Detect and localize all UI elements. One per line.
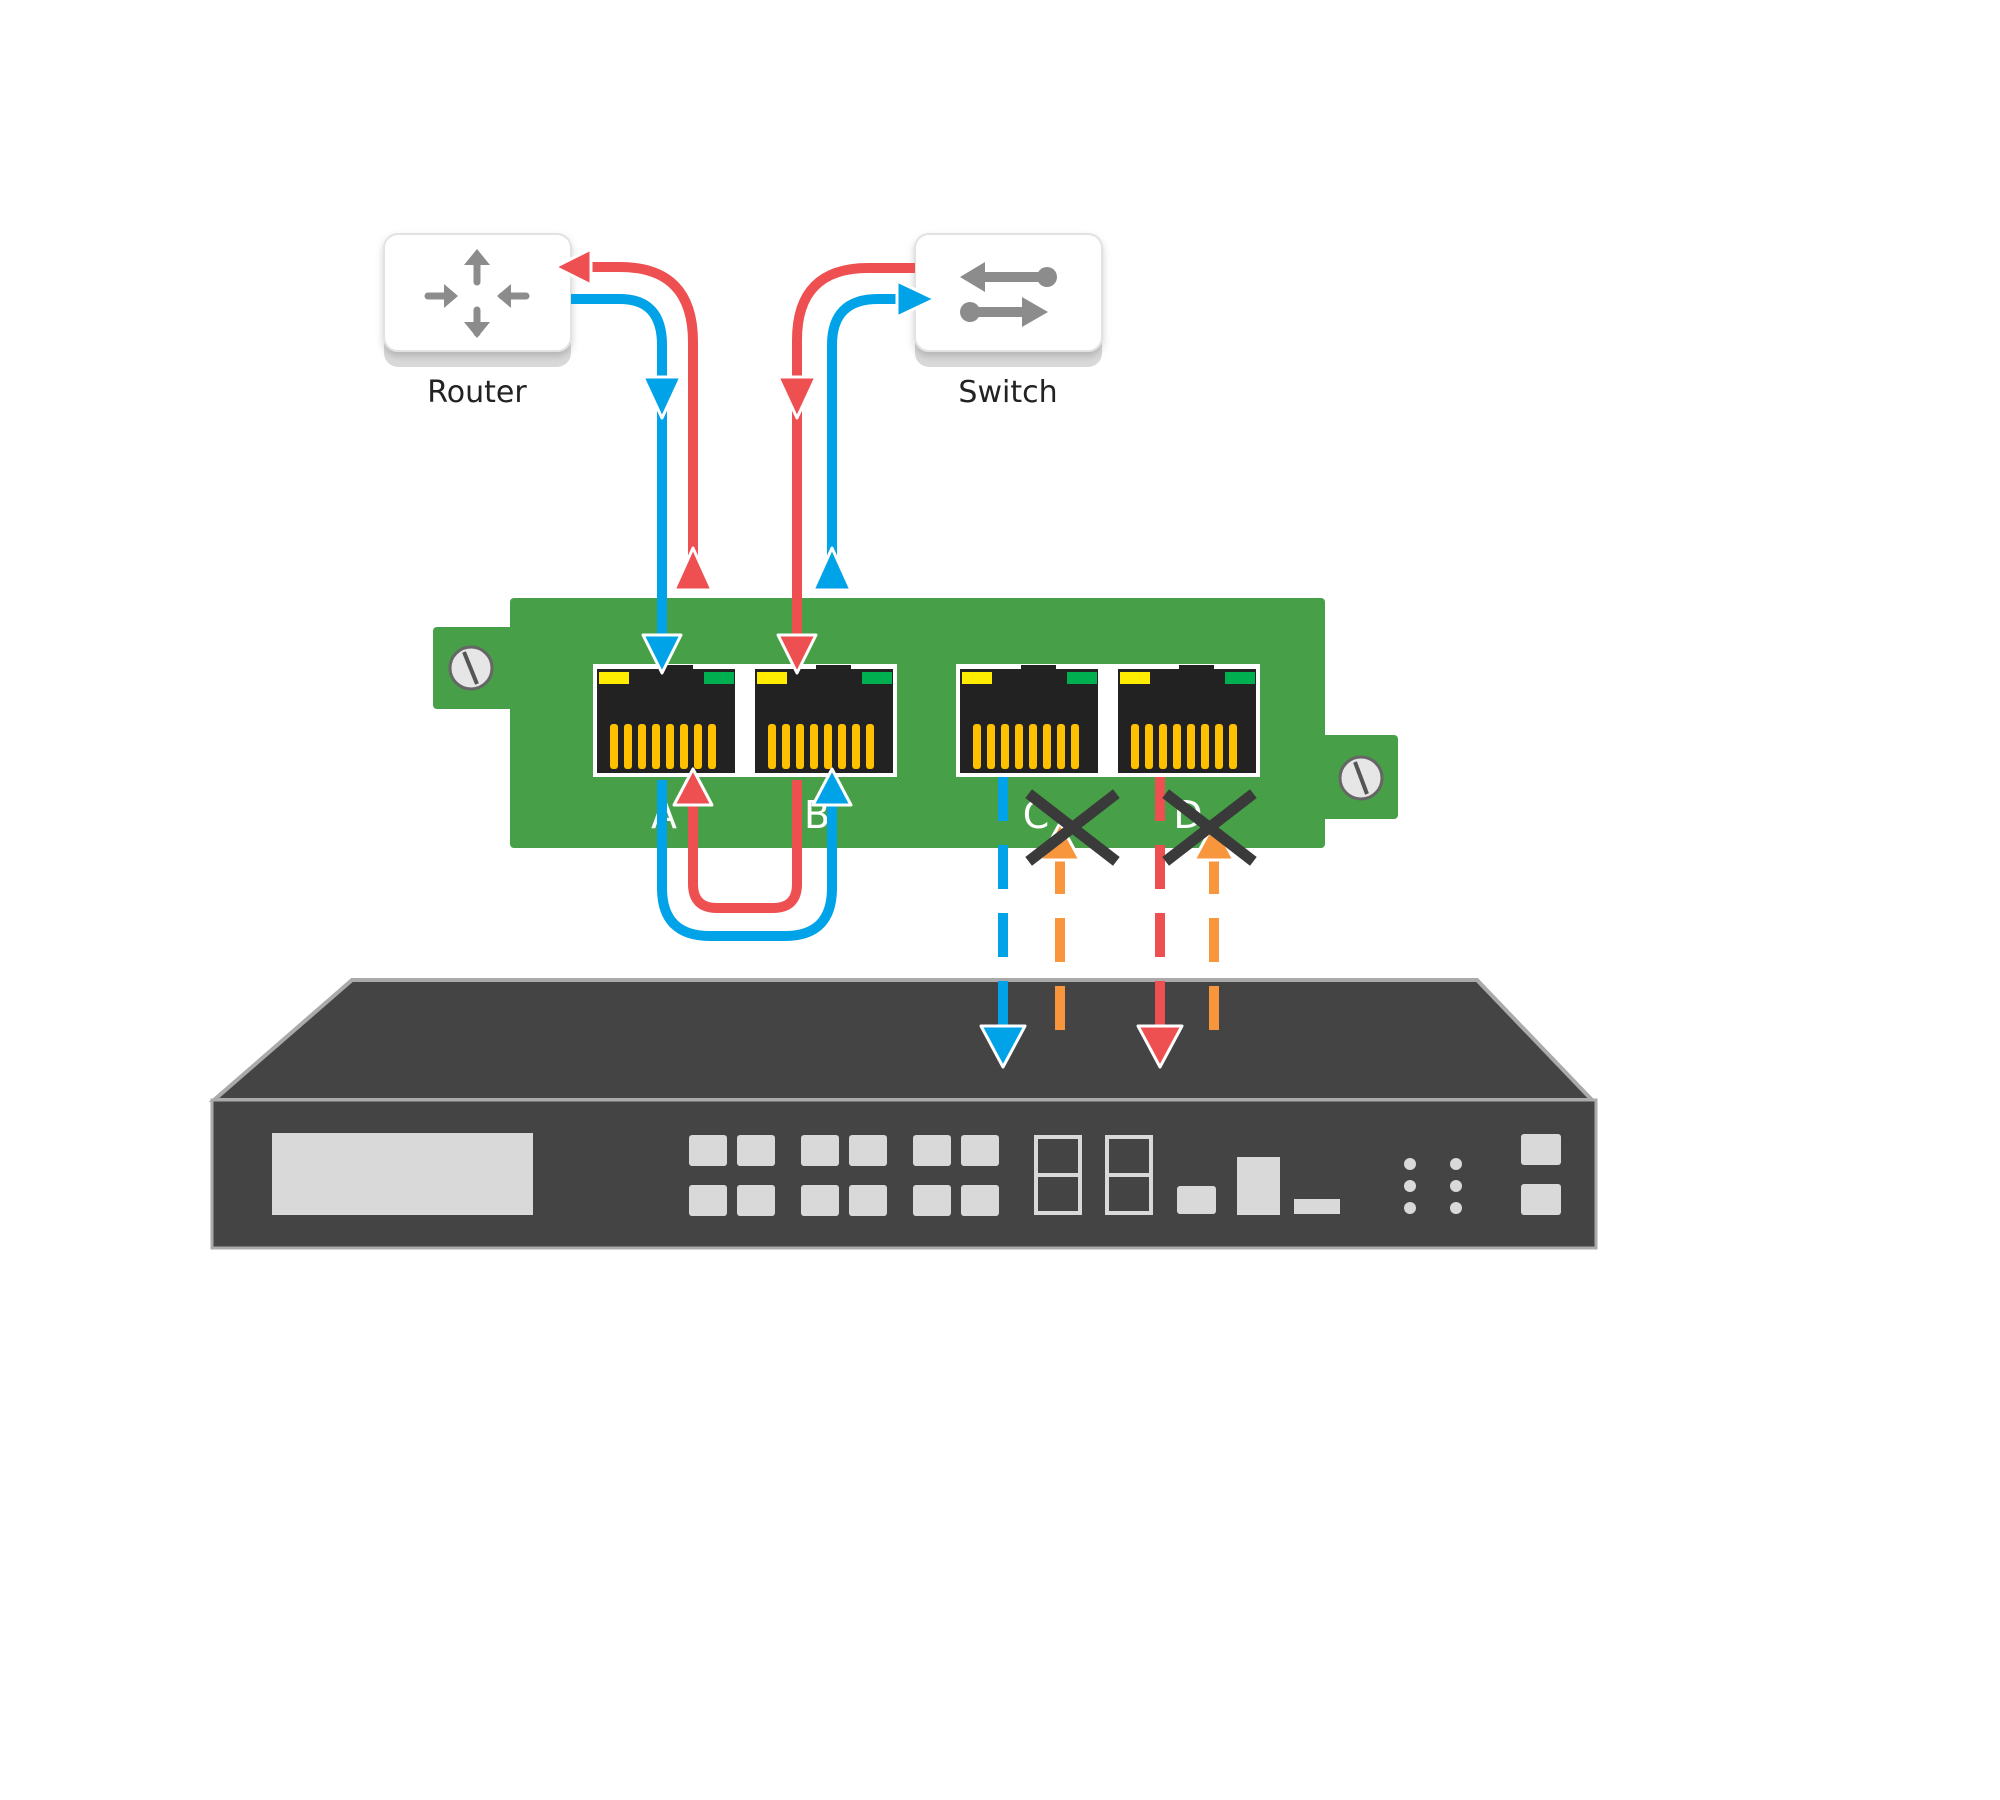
appliance-sfp-slots <box>1034 1135 1153 1215</box>
appliance-status-leds <box>1404 1158 1462 1214</box>
arrowhead-red-to-portb-top <box>776 375 818 420</box>
arrowhead-blue-to-porta-top <box>641 375 683 420</box>
appliance-slot <box>1294 1199 1340 1214</box>
flow-red-switch-to-portb <box>792 263 915 640</box>
appliance-display <box>272 1133 533 1215</box>
disconnected-x-icon <box>1162 789 1257 866</box>
ethernet-port-c[interactable] <box>960 665 1098 773</box>
ethernet-port-a[interactable] <box>597 665 735 773</box>
appliance-mgmt-port <box>1521 1134 1561 1165</box>
arrowhead-red-into-portb <box>776 633 818 675</box>
arrowhead-blue-to-switch-top <box>811 546 853 592</box>
appliance-usb-port <box>1237 1157 1280 1215</box>
mounting-screw <box>448 645 494 691</box>
arrowhead-red-from-porta <box>672 767 714 807</box>
ethernet-port-b[interactable] <box>755 665 893 773</box>
switch-node[interactable]: Switch <box>914 233 1103 410</box>
switch-label: Switch <box>958 375 1057 410</box>
router-icon <box>424 249 530 338</box>
mounting-screw <box>1338 755 1384 801</box>
arrowhead-red-to-router <box>553 247 593 287</box>
arrowhead-red-to-appliance <box>1136 1024 1184 1069</box>
switch-icon <box>960 262 1057 327</box>
appliance-mgmt-port <box>1521 1184 1561 1215</box>
appliance-port-grid <box>689 1135 999 1216</box>
flow-red-bypass-loop <box>688 780 802 913</box>
ethernet-port-d[interactable] <box>1118 665 1256 773</box>
router-node[interactable]: Router <box>383 233 572 410</box>
router-label: Router <box>427 375 527 410</box>
flow-blue-portb-to-switch <box>827 294 905 590</box>
flow-blue-bypass-loop <box>657 780 837 941</box>
arrowhead-blue-to-appliance <box>979 1024 1027 1069</box>
flow-red-porta-to-router <box>578 262 698 590</box>
network-appliance-icon <box>208 978 1598 1250</box>
disconnected-x-icon <box>1025 789 1120 866</box>
arrowhead-blue-from-portb <box>811 767 853 807</box>
arrowhead-blue-into-porta <box>641 633 683 675</box>
bypass-module-board <box>433 598 1398 848</box>
flow-blue-router-to-porta <box>571 294 667 640</box>
appliance-console-port <box>1177 1186 1216 1214</box>
arrowhead-blue-to-switch <box>895 279 937 319</box>
arrowhead-red-to-router-top <box>672 546 714 592</box>
